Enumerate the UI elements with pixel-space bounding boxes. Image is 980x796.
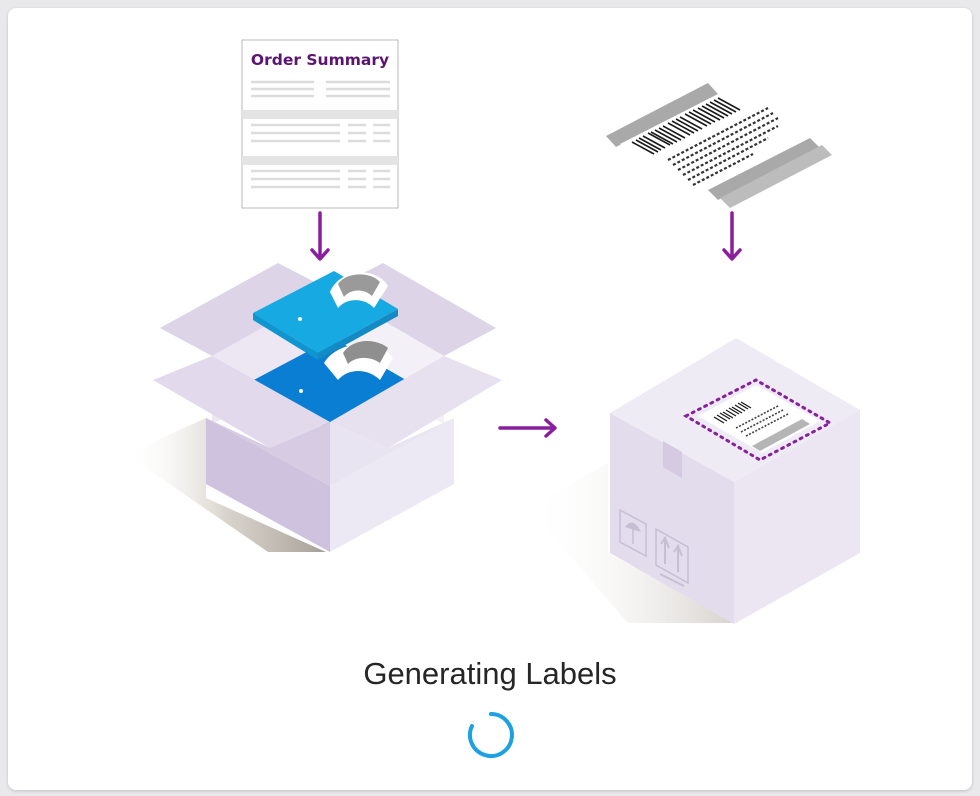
packing-illustration: Order Summary (126, 39, 860, 624)
arrow-down-icon (722, 211, 742, 261)
sealed-box-with-label (528, 338, 860, 624)
loading-spinner-icon (468, 712, 514, 758)
open-box-with-shirts (126, 263, 502, 552)
arrow-down-icon (310, 211, 330, 261)
umbrella-icon (619, 508, 647, 558)
barcode-icon (631, 97, 741, 155)
label-generation-card: Order Summary (8, 8, 972, 790)
status-title: Generating Labels (363, 656, 617, 691)
this-side-up-icon (655, 527, 689, 587)
order-summary-title: Order Summary (251, 51, 389, 69)
arrow-right-icon (498, 418, 557, 438)
shirt-icon (253, 271, 398, 360)
shipping-label-sheet (606, 83, 832, 208)
order-summary-document: Order Summary (241, 39, 399, 209)
